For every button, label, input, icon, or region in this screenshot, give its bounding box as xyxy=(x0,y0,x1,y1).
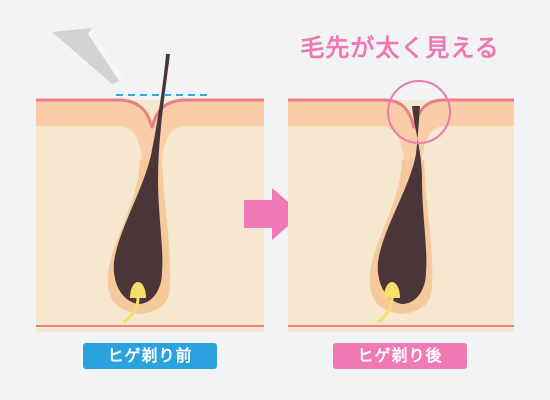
papilla-before xyxy=(130,282,146,298)
label-after: ヒゲ剃り後 xyxy=(333,343,467,369)
razor-blade-icon xyxy=(52,28,126,84)
skin-line-before xyxy=(36,98,264,129)
hair-before xyxy=(113,54,170,304)
caption: 毛先が太く見える xyxy=(300,34,500,62)
papilla-after xyxy=(384,282,400,298)
skin-surface-after xyxy=(288,100,514,160)
vessel-before xyxy=(123,297,140,324)
label-before: ヒゲ剃り前 xyxy=(83,343,217,369)
panel-before xyxy=(36,28,264,332)
skin-line-after xyxy=(288,98,514,129)
hair-after xyxy=(377,106,427,304)
panel-after xyxy=(288,80,514,332)
vessel-after xyxy=(377,297,394,324)
right-arrow-icon xyxy=(244,188,302,240)
highlight-circle xyxy=(387,80,451,144)
skin-surface-before xyxy=(36,100,264,160)
